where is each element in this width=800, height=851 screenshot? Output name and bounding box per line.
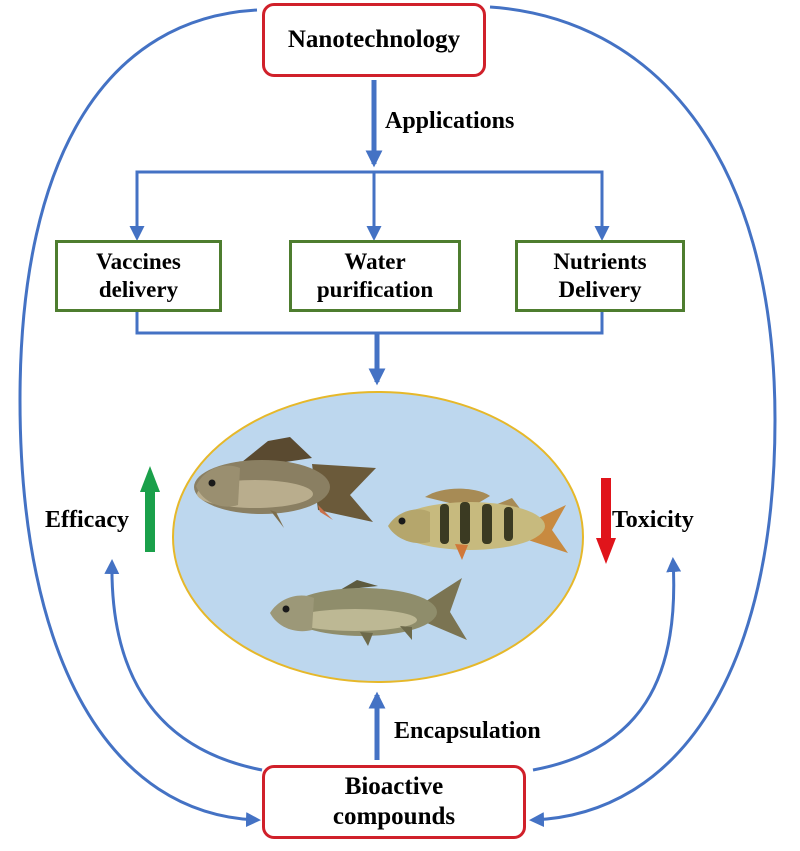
merge-line (135, 312, 604, 335)
toxicity-label: Toxicity (612, 507, 694, 533)
nutrients-delivery-node: Nutrients Delivery (515, 240, 685, 312)
applications-label: Applications (385, 108, 515, 134)
roach-fish-illustration (270, 578, 467, 646)
efficacy-up-arrow (140, 466, 160, 552)
water-purification-node: Water purification (289, 240, 461, 312)
outer-left-loop-arrow (18, 8, 261, 828)
outer-right-loop-arrow (489, 5, 777, 828)
nanotechnology-node: Nanotechnology (262, 3, 486, 77)
efficacy-label: Efficacy (45, 507, 129, 533)
applications-branch-line (135, 170, 604, 227)
bioactive-to-toxicity-arrow (532, 557, 682, 772)
bioactive-compounds-node: Bioactive compounds (262, 765, 526, 839)
bioactive-to-efficacy-arrow (104, 559, 263, 772)
carp-fish-illustration (194, 437, 376, 528)
perch-fish-illustration (388, 488, 568, 560)
vaccines-delivery-node: Vaccines delivery (55, 240, 222, 312)
toxicity-down-arrow (596, 478, 616, 564)
encapsulation-label: Encapsulation (394, 718, 541, 744)
